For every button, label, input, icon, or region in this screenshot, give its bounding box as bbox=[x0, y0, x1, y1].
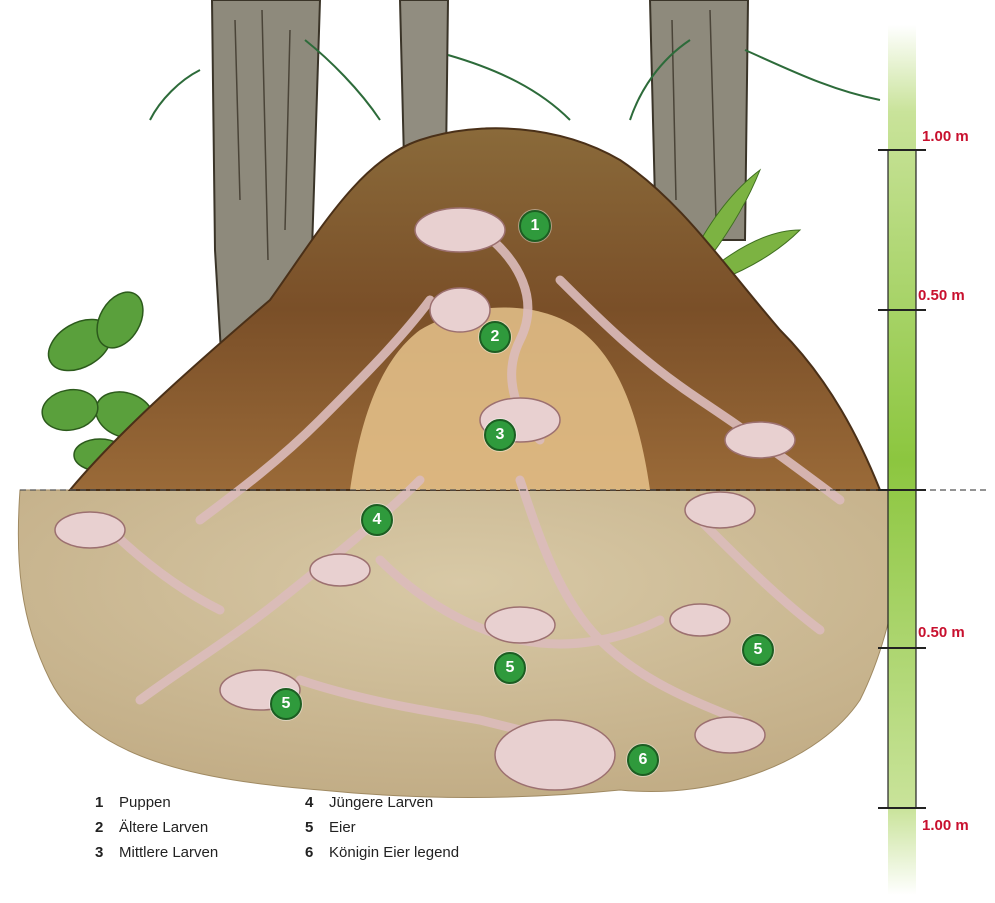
scale-label-above-top: 1.00 m bbox=[922, 128, 969, 145]
marker-1-pupae: 1 bbox=[519, 210, 551, 242]
marker-5-eggs: 5 bbox=[494, 652, 526, 684]
legend-number: 6 bbox=[305, 840, 329, 865]
legend-number: 2 bbox=[95, 815, 119, 840]
marker-6-queen: 6 bbox=[627, 744, 659, 776]
legend-number: 4 bbox=[305, 790, 329, 815]
marker-3-middle-larvae: 3 bbox=[484, 419, 516, 451]
scale-label-below-bottom: 1.00 m bbox=[922, 817, 969, 834]
scale-label-below-mid: 0.50 m bbox=[918, 624, 965, 641]
legend-label: Jüngere Larven bbox=[329, 794, 433, 811]
legend-number: 3 bbox=[95, 840, 119, 865]
legend-number: 5 bbox=[305, 815, 329, 840]
scale-bar bbox=[888, 25, 916, 895]
marker-4-younger-larvae: 4 bbox=[361, 504, 393, 536]
marker-5-eggs: 5 bbox=[742, 634, 774, 666]
legend-label: Ältere Larven bbox=[119, 819, 208, 836]
legend-label: Puppen bbox=[119, 794, 171, 811]
legend-number: 1 bbox=[95, 790, 119, 815]
scale-label-above-mid: 0.50 m bbox=[918, 287, 965, 304]
marker-2-older-larvae: 2 bbox=[479, 321, 511, 353]
legend-label: Königin Eier legend bbox=[329, 844, 459, 861]
marker-5-eggs: 5 bbox=[270, 688, 302, 720]
legend-label: Mittlere Larven bbox=[119, 844, 218, 861]
legend-label: Eier bbox=[329, 819, 356, 836]
